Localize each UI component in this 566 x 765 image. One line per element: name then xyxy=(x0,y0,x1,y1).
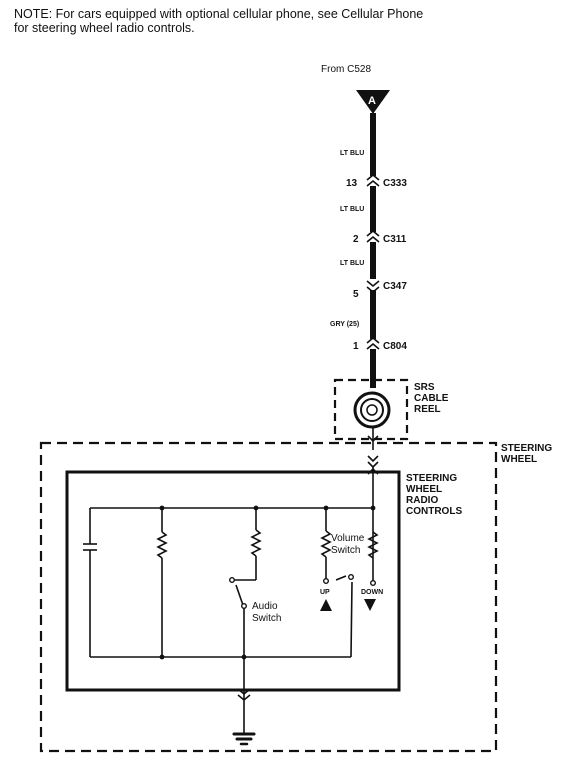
connector-a-letter: A xyxy=(368,95,376,107)
volume-up-label: UP xyxy=(320,589,330,596)
wire-color-2: LT BLU xyxy=(340,206,364,213)
radio-controls-box xyxy=(65,470,401,692)
wire-color-3: LT BLU xyxy=(340,260,364,267)
connector-pin-3: 5 xyxy=(353,289,359,300)
connector-pin-4: 1 xyxy=(353,341,359,352)
internal-circuit xyxy=(83,507,379,734)
radio-controls-label-3: RADIO xyxy=(406,495,438,506)
lower-wire xyxy=(367,427,379,583)
connector-id-1: C333 xyxy=(383,178,407,189)
connector-id-2: C311 xyxy=(383,234,407,245)
cable-reel-coil xyxy=(353,391,391,429)
up-arrow-icon xyxy=(320,599,332,611)
connector-symbols xyxy=(366,173,380,350)
connector-a-triangle xyxy=(356,90,390,114)
connector-pin-1: 13 xyxy=(346,178,358,189)
audio-switch-label-2: Switch xyxy=(252,613,281,624)
steering-wheel-label-2: WHEEL xyxy=(501,454,537,465)
wire-color-1: LT BLU xyxy=(340,150,364,157)
cable-reel-box xyxy=(333,378,409,441)
radio-controls-label-4: CONTROLS xyxy=(406,506,462,517)
cable-reel-label-3: REEL xyxy=(414,404,441,415)
note-line-1: NOTE: For cars equipped with optional ce… xyxy=(14,7,424,21)
audio-switch-label-1: Audio xyxy=(252,601,278,612)
volume-switch-label-1: Volume xyxy=(331,533,365,544)
source-label: From C528 xyxy=(321,64,371,75)
junction-dots xyxy=(159,505,376,660)
wire-color-4: GRY (25) xyxy=(330,321,359,328)
steering-wheel-label-1: STEERING xyxy=(501,443,552,454)
switch-contacts xyxy=(228,574,377,610)
cable-reel-label-2: CABLE xyxy=(414,393,449,404)
steering-wheel-boundary xyxy=(39,441,498,753)
volume-switch-label-2: Switch xyxy=(331,545,360,556)
volume-down-label: DOWN xyxy=(361,589,383,596)
note-text: NOTE: For cars equipped with optional ce… xyxy=(14,7,554,35)
connector-id-3: C347 xyxy=(383,281,407,292)
connector-pin-2: 2 xyxy=(353,234,359,245)
radio-controls-label-1: STEERING xyxy=(406,473,457,484)
down-arrow-icon xyxy=(364,599,376,611)
cable-reel-label-1: SRS xyxy=(414,382,435,393)
connector-id-4: C804 xyxy=(383,341,407,352)
ground-icon xyxy=(232,732,256,746)
note-line-2: for steering wheel radio controls. xyxy=(14,21,195,35)
radio-controls-label-2: WHEEL xyxy=(406,484,442,495)
